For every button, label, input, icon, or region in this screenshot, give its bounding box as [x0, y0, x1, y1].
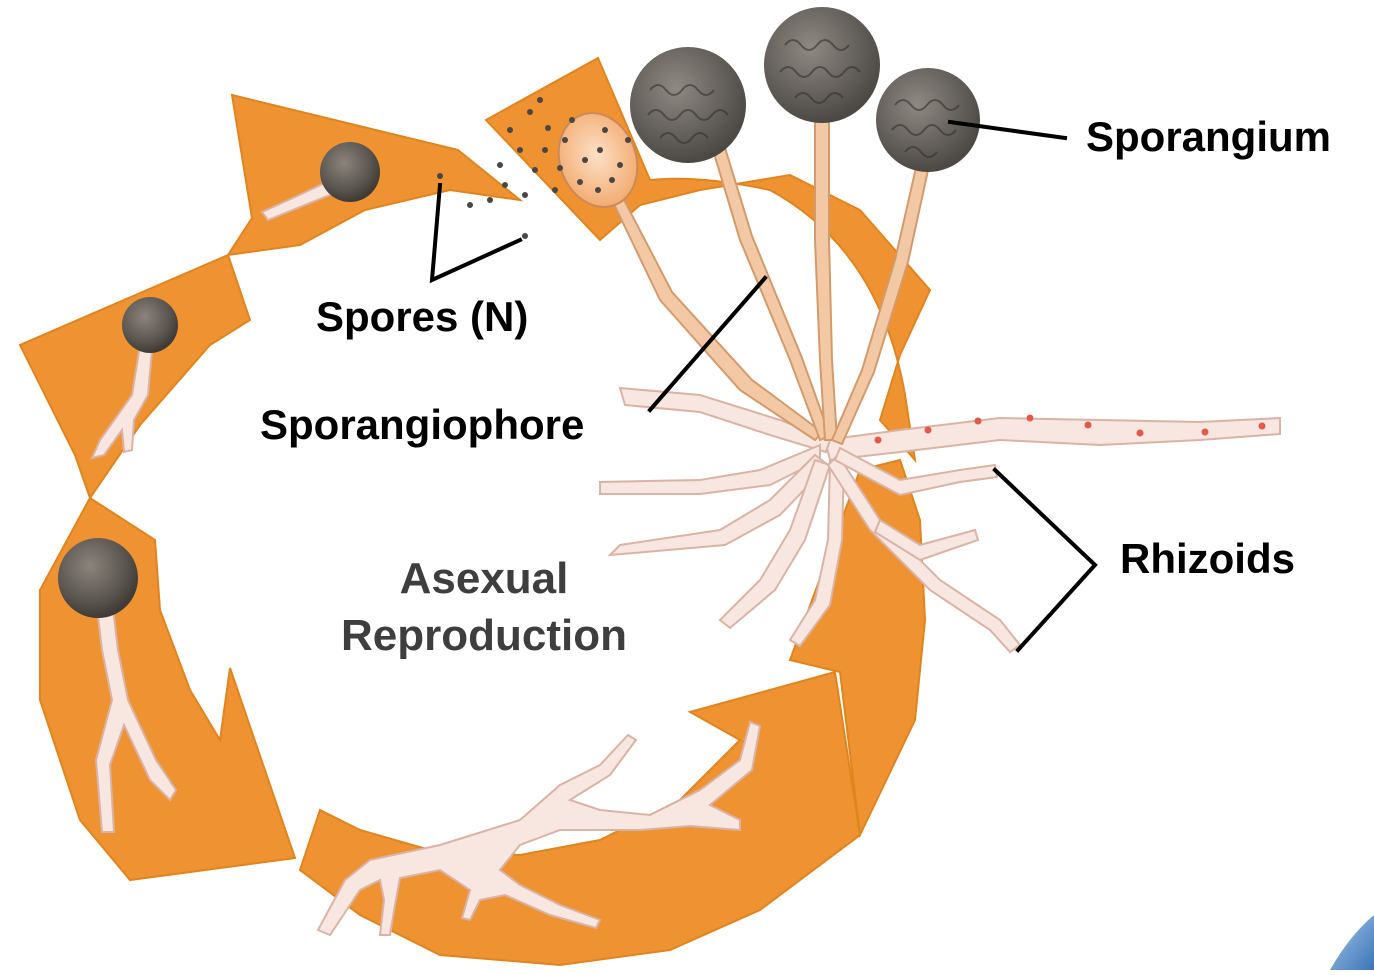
- corner-decoration: [1330, 915, 1374, 970]
- label-spores: Spores (N): [316, 296, 528, 338]
- cycle-title-line2: Reproduction: [294, 607, 674, 664]
- label-sporangiophore: Sporangiophore: [260, 404, 584, 446]
- rhizoids-bracket: [995, 470, 1095, 650]
- leader-line-spores: [432, 185, 520, 280]
- rhizoid-icon: [600, 388, 1280, 652]
- label-sporangium: Sporangium: [1086, 116, 1331, 158]
- cycle-title-line1: Asexual: [294, 550, 674, 607]
- cycle-title: Asexual Reproduction: [294, 550, 674, 664]
- label-rhizoids: Rhizoids: [1120, 538, 1295, 580]
- cycle-arrows: [20, 58, 930, 965]
- germinating-spores: [58, 142, 380, 832]
